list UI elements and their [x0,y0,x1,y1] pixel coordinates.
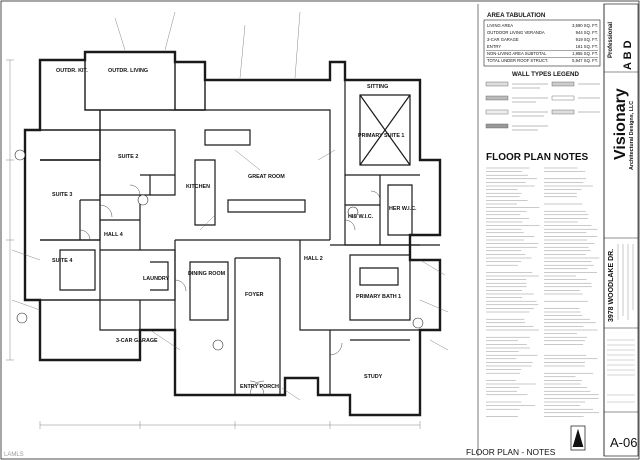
room-label-his-wic: HIS W.I.C. [348,214,374,220]
room-label-kitchen: KITCHEN [186,184,210,190]
great-room-walls [175,109,331,241]
title-block-company: Visionary [612,88,629,160]
area-row-value: 5,947 SQ. FT. [572,58,598,63]
room-label-hall-2: HALL 2 [304,256,323,262]
area-row-label: OUTDOOR LIVING VERANDA [487,30,545,35]
title-block-professional: Professional [608,22,614,58]
room-label-outdoor-living: OUTDR. LIVING [108,68,148,74]
title-block-address: 3978 WOODLAKE DR. [608,249,615,322]
title-block-box [603,3,639,457]
room-label-great-room: GREAT ROOM [248,174,285,180]
area-row-value: 161 SQ. FT. [576,44,598,49]
title-block: Professional A B D Visionary Architectur… [603,3,639,457]
section-markers [14,149,424,351]
area-row-label: TOTAL UNDER ROOF STRUCT. [487,58,548,63]
core-walls [40,195,141,301]
room-label-laundry: LAUNDRY [143,276,170,282]
area-row-value: 3,590 SQ. FT. [572,23,598,28]
area-tabulation-box [483,19,601,67]
study-walls [299,240,410,395]
area-row-label: ENTRY [487,44,501,49]
area-row-value: 919 SQ. FT. [576,37,598,42]
suite-3-walls [40,159,101,241]
dimension-lines [6,59,421,429]
room-label-primary-bath: PRIMARY BATH 1 [356,294,401,300]
room-label-study: STUDY [364,374,383,380]
floor-plan-notes-title: FLOOR PLAN NOTES [486,152,589,163]
wall-types-legend: WALL TYPES LEGEND [485,71,600,131]
notes-panel: AREA TABULATION LIVING AREA 3,590 SQ. FT.… [466,4,601,457]
room-label-suite-4: SUITE 4 [52,258,72,264]
watermark: LAMLS [4,452,24,458]
area-row-label: 3-CAR GARAGE [487,37,519,42]
exterior-walls [23,50,442,417]
title-block-company-sub: Architectural Designs, LLC [629,101,635,170]
dining-foyer-walls [174,240,281,395]
room-label-dining: DINING ROOM [188,271,226,277]
door-swings [79,184,381,396]
area-tabulation: AREA TABULATION LIVING AREA 3,590 SQ. FT.… [483,12,601,67]
room-label-her-wic: HER W.I.C. [389,206,417,212]
area-row-value: 944 SQ. FT. [576,30,598,35]
suite-2-walls [99,129,176,196]
garage-walls [40,249,176,360]
north-arrow-icon [570,425,586,451]
area-row-value: 1,955 SQ. FT. [572,51,598,56]
room-labels: OUTDR. KIT. OUTDR. LIVING SITTING SUITE … [52,68,417,390]
sheet-number: A-06 [610,435,637,450]
sheet-title: FLOOR PLAN - NOTES [466,447,556,457]
wall-types-title: WALL TYPES LEGEND [512,71,579,78]
title-block-stamp: A B D [622,40,634,70]
room-label-suite-3: SUITE 3 [52,192,72,198]
floor-plan-drawing [6,11,449,429]
room-label-sitting: SITTING [367,84,388,90]
room-label-suite-2: SUITE 2 [118,154,138,160]
room-label-entry-porch: ENTRY PORCH [240,384,279,390]
room-label-foyer: FOYER [245,292,264,298]
area-row-label: NON-LIVING AREA SUBTOTAL [487,51,547,56]
annotation-leaders [11,11,449,401]
room-label-hall-4: HALL 4 [104,232,123,238]
room-label-garage: 3-CAR GARAGE [116,338,158,344]
primary-suite-walls [344,80,420,176]
area-tabulation-title: AREA TABULATION [487,12,546,19]
room-label-outdoor-kit: OUTDR. KIT. [56,68,88,74]
area-row-label: LIVING AREA [487,23,513,28]
floor-plan-notes: FLOOR PLAN NOTES [486,152,600,417]
room-label-primary-suite: PRIMARY SUITE 1 [358,133,404,139]
primary-bath-walls [330,244,440,331]
